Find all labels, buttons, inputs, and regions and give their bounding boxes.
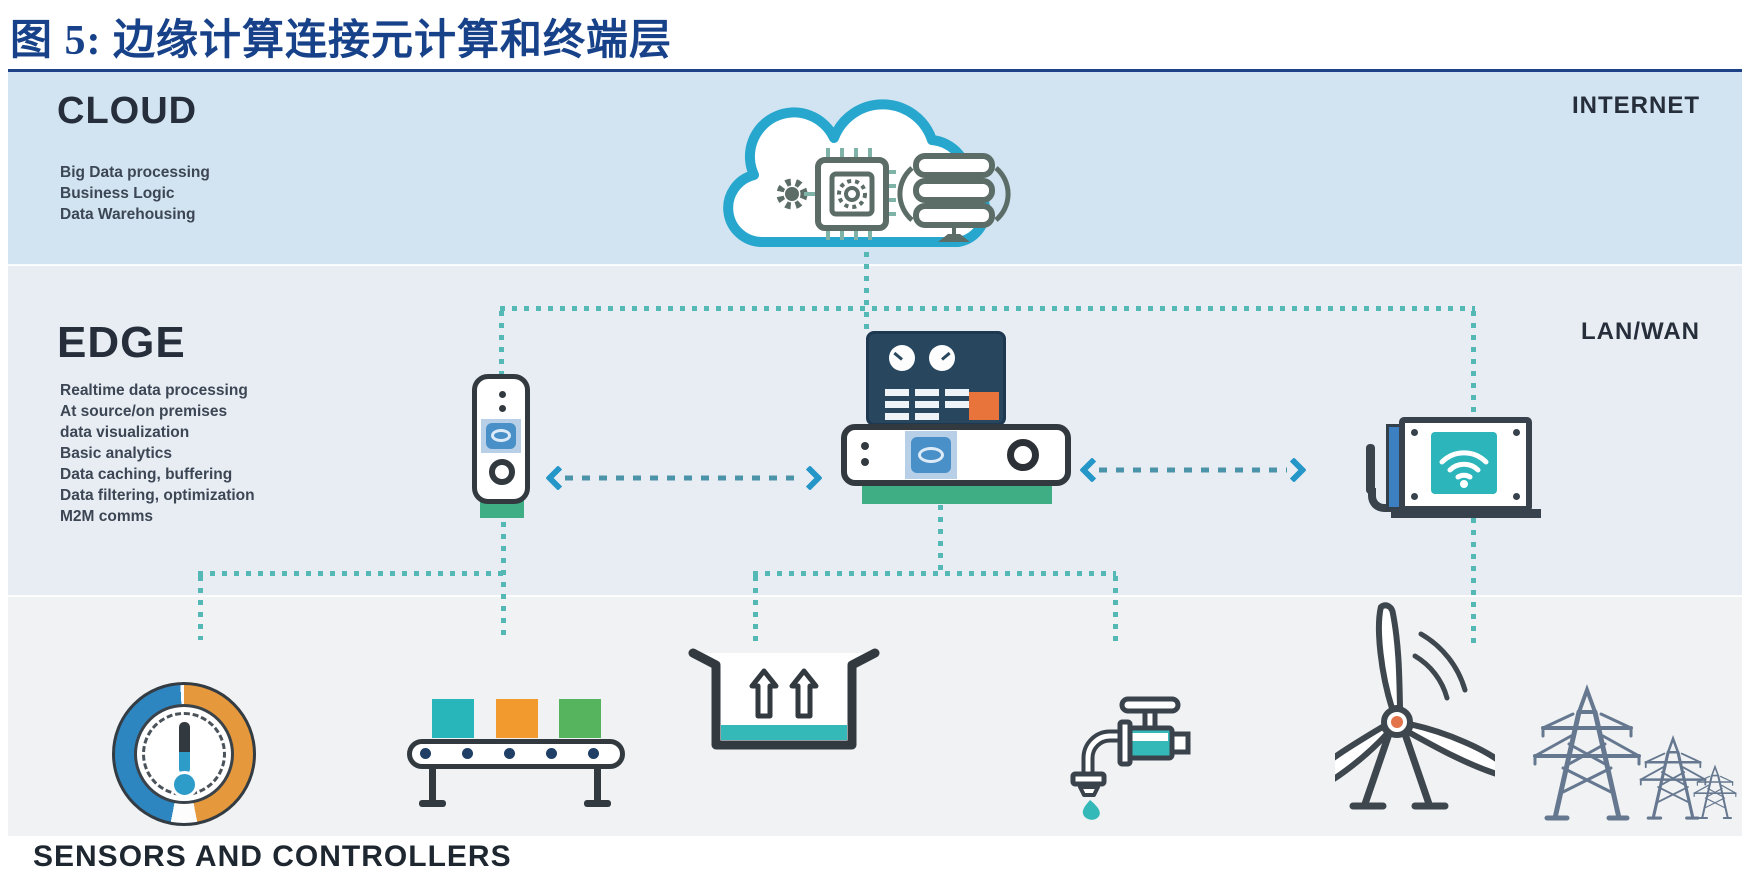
alert-block xyxy=(969,392,999,420)
indicator-dot xyxy=(499,391,506,398)
chip-module xyxy=(905,431,957,479)
connector-to-gauge xyxy=(198,576,203,640)
lan-wan-label: LAN/WAN xyxy=(1581,318,1700,345)
arrow-left-to-center xyxy=(545,465,823,491)
antenna xyxy=(1366,444,1375,494)
band-separator xyxy=(8,595,1742,597)
edge-server-icon xyxy=(841,424,1071,486)
gateway-tower-icon xyxy=(472,374,530,504)
wind-turbine-icon xyxy=(1335,602,1495,810)
server-stack-icon xyxy=(897,153,1011,242)
band-separator xyxy=(8,264,1742,266)
title-rule xyxy=(8,69,1742,72)
power-towers-icon xyxy=(1515,672,1737,822)
connector-bus-to-left-device xyxy=(499,311,504,374)
connector-right-device-down xyxy=(1471,518,1476,646)
wifi-icon xyxy=(1439,450,1489,488)
indicator-dot xyxy=(499,405,506,412)
edge-server-base xyxy=(862,484,1052,504)
internet-label: INTERNET xyxy=(1572,92,1700,119)
wifi-gateway-icon xyxy=(1399,417,1532,512)
cloud-capability: Data Warehousing xyxy=(60,206,196,223)
edge-capability: data visualization xyxy=(60,424,190,441)
edge-capability: Realtime data processing xyxy=(60,382,248,399)
connector-left-branch xyxy=(198,571,503,576)
gateway-foot xyxy=(1391,509,1541,518)
cloud-capability: Business Logic xyxy=(60,185,175,202)
indicator-dot xyxy=(861,458,869,466)
edge-capability: At source/on premises xyxy=(60,403,228,420)
connector-to-container xyxy=(753,576,758,642)
edge-capability: M2M comms xyxy=(60,508,154,525)
edge-capability: Basic analytics xyxy=(60,445,173,462)
connector-center-branch xyxy=(753,571,1116,576)
connector-edge-bus xyxy=(500,306,1475,311)
edge-capability: Data filtering, optimization xyxy=(60,487,255,504)
connector-cloud-to-edge xyxy=(864,252,869,332)
gateway-base xyxy=(480,500,524,518)
cloud-capability: Big Data processing xyxy=(60,164,210,181)
arrow-center-to-right xyxy=(1079,457,1307,483)
container-arrows-icon xyxy=(688,648,880,750)
sensors-heading: SENSORS AND CONTROLLERS xyxy=(33,840,512,873)
gauge-dial xyxy=(889,345,915,371)
edge-capability: Data caching, buffering xyxy=(60,466,233,483)
dashboard-monitor-icon xyxy=(866,331,1006,426)
port-ring xyxy=(1007,439,1039,471)
cloud-computing-icon xyxy=(723,99,1011,247)
device-layer-band xyxy=(8,596,1742,836)
gauge-thermometer-icon xyxy=(112,682,256,826)
connector-bus-to-right-device xyxy=(1471,311,1476,416)
connector-to-valve xyxy=(1113,576,1118,646)
edge-heading: EDGE xyxy=(57,318,186,367)
antenna-arm xyxy=(1368,488,1400,512)
port-ring xyxy=(489,459,515,485)
cloud-heading: CLOUD xyxy=(57,90,198,132)
connector-center-device-down xyxy=(938,505,943,573)
figure-title: 图 5: 边缘计算连接元计算和终端层 xyxy=(10,18,672,64)
wifi-screen xyxy=(1431,432,1497,494)
chip-module xyxy=(481,419,521,453)
gauge-dial xyxy=(929,345,955,371)
water-valve-icon xyxy=(1070,696,1191,820)
indicator-dot xyxy=(861,442,869,450)
connector-left-device-down xyxy=(501,522,506,640)
cpu-gear-icon xyxy=(776,148,896,240)
